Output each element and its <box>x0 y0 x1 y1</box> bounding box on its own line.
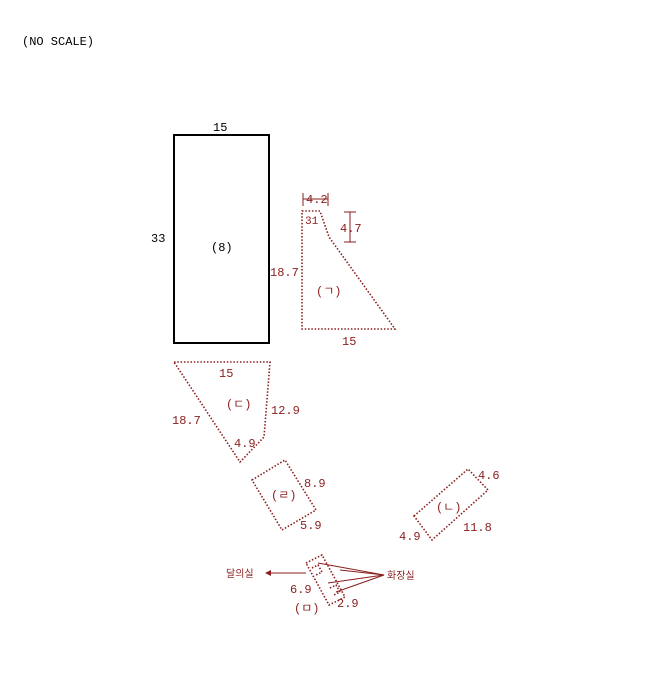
piece-digeut: 15 (ㄷ) 12.9 18.7 4.9 <box>172 361 300 464</box>
piece-nieun-id-label: (ㄴ) <box>436 501 461 515</box>
main-plot: 15 33 (8) <box>151 121 270 344</box>
piece-rieul-side-label: 8.9 <box>304 477 326 491</box>
main-plot-height-label: 33 <box>151 232 165 246</box>
piece-rieul: (ㄹ) 8.9 5.9 <box>250 458 326 533</box>
piece-giyeok-notch-label: 4.7 <box>340 222 362 236</box>
piece-giyeok-outline <box>301 210 397 330</box>
piece-rieul-id-label: (ㄹ) <box>271 489 296 503</box>
piece-digeut-bottom-label: 4.9 <box>234 437 256 451</box>
piece-nieun-short-label: 4.6 <box>478 469 500 483</box>
piece-nieun: (ㄴ) 4.6 4.9 11.8 <box>399 467 500 544</box>
piece-nieun-outline <box>412 467 490 542</box>
piece-giyeok-id-label: (ㄱ) <box>316 285 341 299</box>
piece-giyeok-height-label: 18.7 <box>270 266 299 280</box>
piece-digeut-top-label: 15 <box>219 367 233 381</box>
piece-giyeok: 4.2 4.7 31 18.7 (ㄱ) 15 <box>270 193 397 349</box>
main-plot-id-label: (8) <box>211 241 233 255</box>
piece-giyeok-inner-label: 31 <box>305 216 319 228</box>
piece-digeut-left-label: 18.7 <box>172 414 201 428</box>
piece-giyeok-bottom-label: 15 <box>342 335 356 349</box>
callout-line <box>335 574 385 593</box>
piece-mieum-room-mark <box>329 583 342 596</box>
piece-mieum-left-label: 6.9 <box>290 583 312 597</box>
callout-line <box>317 562 385 576</box>
piece-digeut-outline <box>172 361 271 464</box>
main-plot-outline <box>173 134 270 344</box>
callout-line <box>339 569 385 576</box>
piece-mieum-bottom-label: 2.9 <box>337 597 359 611</box>
callout-left-label: 달의실 <box>226 568 254 580</box>
callout-line <box>327 574 385 584</box>
piece-rieul-outline <box>250 458 318 532</box>
piece-mieum-outline <box>304 553 347 607</box>
piece-nieun-long-label: 11.8 <box>463 521 492 535</box>
piece-mieum-room-mark <box>311 563 324 576</box>
piece-mieum: 달의실 화장실 6.9 (ㅁ) 2.9 <box>226 553 415 616</box>
piece-digeut-right-label: 12.9 <box>271 404 300 418</box>
piece-mieum-id-label: (ㅁ) <box>294 602 319 616</box>
piece-giyeok-top-label: 4.2 <box>306 193 328 207</box>
piece-rieul-bottom-label: 5.9 <box>300 519 322 533</box>
piece-digeut-id-label: (ㄷ) <box>226 398 251 412</box>
piece-nieun-left-label: 4.9 <box>399 530 421 544</box>
callout-right-label: 화장실 <box>387 570 415 582</box>
main-plot-width-label: 15 <box>213 121 227 135</box>
no-scale-note: (NO SCALE) <box>22 35 94 49</box>
